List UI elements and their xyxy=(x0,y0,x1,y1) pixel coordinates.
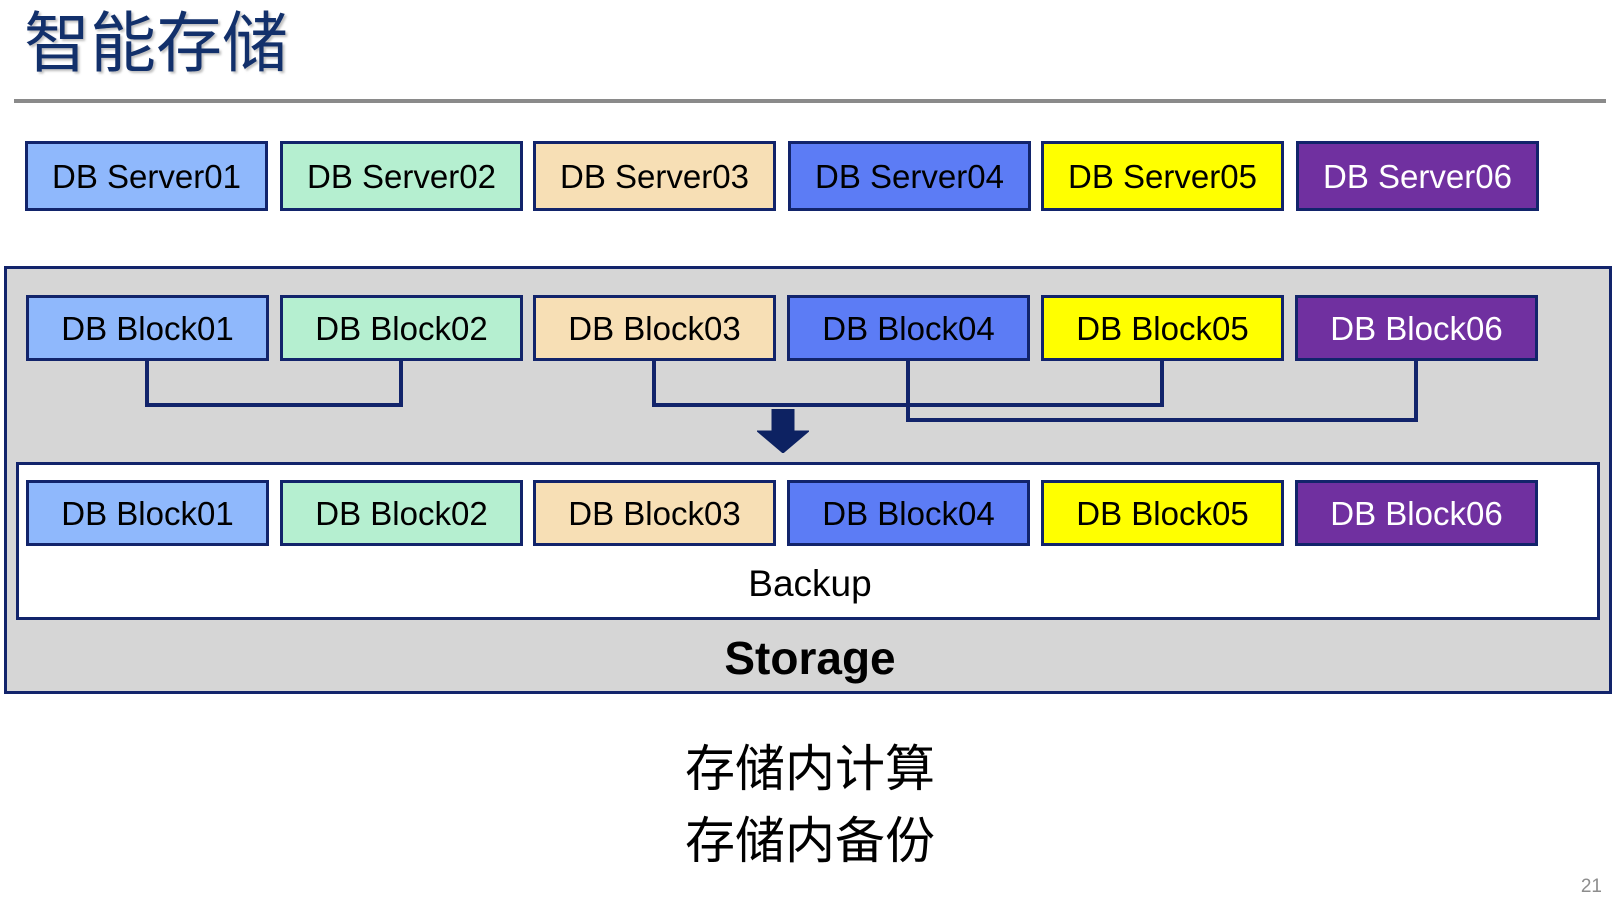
db-block-source-box-label: DB Block02 xyxy=(315,309,488,347)
bracket-block01-block02-vertical-2 xyxy=(399,361,403,407)
db-server-box-label: DB Server06 xyxy=(1323,157,1512,195)
db-server-box-6: DB Server06 xyxy=(1296,141,1539,211)
db-block-source-box-label: DB Block05 xyxy=(1076,309,1249,347)
db-block-source-box-label: DB Block04 xyxy=(822,309,995,347)
db-block-source-box-2: DB Block02 xyxy=(280,295,523,361)
db-server-box-label: DB Server03 xyxy=(560,157,749,195)
bracket-block04-block06-vertical-2 xyxy=(1414,361,1418,422)
bracket-block03-block05-vertical-1 xyxy=(652,361,656,407)
db-server-box-3: DB Server03 xyxy=(533,141,776,211)
db-block-backup-box-5: DB Block05 xyxy=(1041,480,1284,546)
db-block-source-box-5: DB Block05 xyxy=(1041,295,1284,361)
db-block-backup-box-label: DB Block04 xyxy=(822,494,995,532)
db-server-box-2: DB Server02 xyxy=(280,141,523,211)
db-block-backup-box-6: DB Block06 xyxy=(1295,480,1538,546)
db-block-source-box-label: DB Block03 xyxy=(568,309,741,347)
db-server-box-5: DB Server05 xyxy=(1041,141,1284,211)
storage-label: Storage xyxy=(724,632,896,684)
db-server-box-4: DB Server04 xyxy=(788,141,1031,211)
db-block-backup-box-4: DB Block04 xyxy=(787,480,1030,546)
db-block-source-box-3: DB Block03 xyxy=(533,295,776,361)
down-arrow-icon xyxy=(755,408,811,454)
bracket-block04-block06-vertical-1 xyxy=(906,361,910,422)
db-block-backup-box-label: DB Block05 xyxy=(1076,494,1249,532)
db-block-backup-box-2: DB Block02 xyxy=(280,480,523,546)
db-block-source-box-4: DB Block04 xyxy=(787,295,1030,361)
caption-line-2: 存储内备份 xyxy=(685,813,935,869)
db-block-backup-box-label: DB Block01 xyxy=(61,494,234,532)
db-server-box-label: DB Server05 xyxy=(1068,157,1257,195)
caption-line-1: 存储内计算 xyxy=(685,741,935,797)
db-block-source-box-1: DB Block01 xyxy=(26,295,269,361)
db-server-box-label: DB Server02 xyxy=(307,157,496,195)
db-block-backup-box-3: DB Block03 xyxy=(533,480,776,546)
db-block-backup-box-label: DB Block03 xyxy=(568,494,741,532)
bracket-block01-block02-horizontal xyxy=(145,403,403,407)
db-block-backup-box-1: DB Block01 xyxy=(26,480,269,546)
db-server-box-1: DB Server01 xyxy=(25,141,268,211)
bracket-block01-block02-vertical-1 xyxy=(145,361,149,407)
page-title: 智能存储 xyxy=(24,6,288,80)
db-block-source-box-label: DB Block06 xyxy=(1330,309,1503,347)
backup-label: Backup xyxy=(748,563,872,604)
db-block-backup-box-label: DB Block06 xyxy=(1330,494,1503,532)
db-block-source-box-6: DB Block06 xyxy=(1295,295,1538,361)
bracket-block03-block05-vertical-2 xyxy=(1160,361,1164,407)
db-block-backup-box-label: DB Block02 xyxy=(315,494,488,532)
db-server-box-label: DB Server01 xyxy=(52,157,241,195)
db-block-source-box-label: DB Block01 xyxy=(61,309,234,347)
bracket-block04-block06-horizontal xyxy=(906,418,1418,422)
title-divider xyxy=(14,99,1606,103)
db-server-box-label: DB Server04 xyxy=(815,157,1004,195)
page-number: 21 xyxy=(1580,876,1602,897)
